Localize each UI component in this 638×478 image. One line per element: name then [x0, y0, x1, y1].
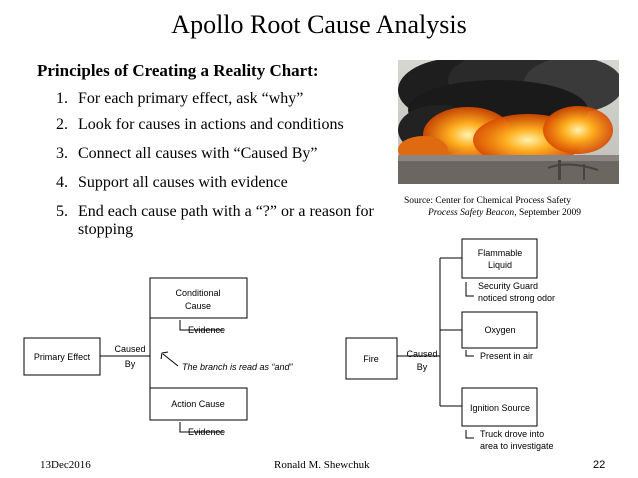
ignition-source-label: Ignition Source: [470, 403, 530, 413]
flammable-label-2: Liquid: [488, 260, 512, 270]
primary-effect-label: Primary Effect: [34, 352, 91, 362]
flammable-liquid-box: [461, 238, 538, 279]
fire-label: Fire: [363, 354, 379, 364]
photo-caption: Source: Center for Chemical Process Safe…: [404, 195, 581, 219]
principle-item-5: 5. End each cause path with a “?” or a re…: [56, 203, 374, 239]
evidence-top-label: Evidence: [188, 325, 225, 335]
footer-date: 13Dec2016: [40, 459, 91, 471]
ignition-source-box: [461, 387, 538, 427]
guard-evidence-line-2: noticed strong odor: [478, 293, 555, 303]
slide-title: Apollo Root Cause Analysis: [171, 10, 467, 39]
conditional-cause-box: [149, 277, 248, 319]
principle-text: Connect all causes with “Caused By”: [78, 145, 318, 162]
present-in-air-label: Present in air: [480, 351, 533, 361]
evidence-bottom-label: Evidence: [188, 427, 225, 437]
principle-item-1: 1. For each primary effect, ask “why”: [56, 90, 303, 108]
fire-box: [345, 337, 398, 380]
caused-label: Caused: [114, 344, 145, 354]
action-cause-label: Action Cause: [171, 399, 225, 409]
right-caused-label: Caused: [406, 349, 437, 359]
principle-number: 2.: [56, 116, 68, 133]
principle-item-4: 4. Support all causes with evidence: [56, 174, 288, 192]
principle-item-3: 3. Connect all causes with “Caused By”: [56, 145, 318, 163]
flammable-label-1: Flammable: [478, 248, 523, 258]
slide-subtitle: Principles of Creating a Reality Chart:: [37, 61, 319, 80]
page-number: 22: [593, 459, 606, 471]
principle-text: Look for causes in actions and condition…: [78, 116, 344, 133]
principle-text: Support all causes with evidence: [78, 174, 288, 191]
oxygen-label: Oxygen: [484, 325, 515, 335]
action-cause-box: [149, 387, 248, 421]
truck-evidence-line-1: Truck drove into: [480, 429, 544, 439]
principle-text: End each cause path with a “?” or a reas…: [78, 203, 374, 238]
fire-photo: [398, 60, 619, 184]
truck-evidence-line-2: area to investigate: [480, 441, 554, 451]
principle-number: 4.: [56, 174, 68, 191]
principle-number: 3.: [56, 145, 68, 162]
principle-number: 5.: [56, 203, 68, 220]
right-by-label: By: [417, 362, 428, 372]
conditional-cause-label-1: Conditional: [175, 288, 220, 298]
conditional-cause-label-2: Cause: [185, 301, 211, 311]
guard-evidence-line-1: Security Guard: [478, 281, 538, 291]
principle-text: For each primary effect, ask “why”: [78, 90, 304, 107]
caption-publication: Process Safety Beacon, September 2009: [428, 208, 581, 218]
branch-note: The branch is read as “and”: [182, 362, 294, 372]
footer-author: Ronald M. Shewchuk: [274, 459, 370, 471]
by-label: By: [125, 359, 136, 369]
principle-number: 1.: [56, 90, 68, 107]
caption-source: Source: Center for Chemical Process Safe…: [404, 196, 571, 206]
principle-item-2: 2. Look for causes in actions and conditi…: [56, 116, 344, 134]
